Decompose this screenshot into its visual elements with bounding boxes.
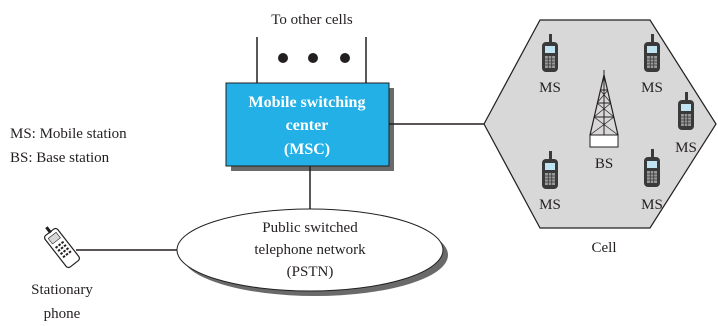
msc-box xyxy=(225,82,390,167)
ms-label: MS xyxy=(641,197,663,213)
stationary-phone-icon xyxy=(43,226,81,269)
ms-label: MS xyxy=(675,140,697,156)
legend-bs: BS: Base station xyxy=(10,150,110,166)
pstn-label-line3: (PSTN) xyxy=(287,264,334,280)
pstn-label-line1: Public switched xyxy=(262,220,358,236)
base-station-tower-icon xyxy=(589,70,619,148)
msc-label-line1: Mobile switching xyxy=(249,94,366,111)
stationary-phone-label-line1: Stationary xyxy=(31,282,93,298)
stationary-phone-label-line2: phone xyxy=(44,306,81,322)
msc-label-line3: (MSC) xyxy=(284,141,330,158)
ellipsis-dots xyxy=(278,53,350,63)
ms-label: MS xyxy=(539,197,561,213)
msc-label-line2: center xyxy=(286,117,329,134)
pstn-label-line2: telephone network xyxy=(254,242,366,258)
connector-to-other-cells xyxy=(256,37,367,83)
ms-label: MS xyxy=(641,80,663,96)
cell-label: Cell xyxy=(592,240,617,256)
bs-label: BS xyxy=(595,156,613,172)
legend-ms: MS: Mobile station xyxy=(10,126,127,142)
to-other-cells-label: To other cells xyxy=(271,12,353,28)
ms-label: MS xyxy=(539,80,561,96)
